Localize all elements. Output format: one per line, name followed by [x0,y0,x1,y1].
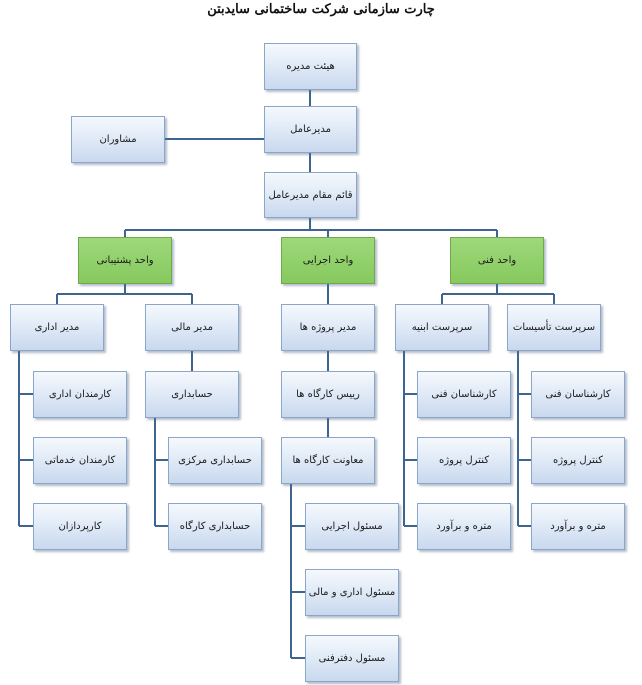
technical-office-officer-box: مسئول دفترفنی [305,635,399,682]
project-manager-box: مدیر پروژه ها [281,304,375,351]
site-deputy-box: معاونت کارگاه ها [281,437,375,484]
building-supervisor-box: سرپرست ابنیه [395,304,489,351]
building-experts-box: کارشناسان فنی [417,371,511,418]
processors-box: کارپردازان [33,503,127,550]
executive-officer-box: مسئول اجرایی [305,503,399,550]
ceo-box: مدیرعامل [264,106,357,153]
chart-title: چارت سازمانی شرکت ساختمانی سایدبتن [207,2,435,17]
advisors-box: مشاوران [71,116,165,163]
installations-estimation-box: متره و برآورد [531,503,625,550]
central-accounting-box: حسابداری مرکزی [168,437,262,484]
admin-finance-officer-box: مسئول اداری و مالی [305,569,399,616]
installations-supervisor-box: سرپرست تأسیسات [507,304,601,351]
admin-staff-box: کارمندان اداری [33,371,127,418]
service-staff-box: کارمندان خدماتی [33,437,127,484]
finance-manager-box: مدیر مالی [145,304,239,351]
installations-experts-box: کارشناسان فنی [531,371,625,418]
support-unit-box: واحد پشتیبانی [78,237,172,284]
board-of-directors-box: هیئت مدیره [264,43,357,90]
technical-unit-box: واحد فنی [450,237,544,284]
site-accounting-box: حسابداری کارگاه [168,503,262,550]
site-head-box: رییس کارگاه ها [281,371,375,418]
installations-project-control-box: کنترل پروژه [531,437,625,484]
deputy-ceo-box: قائم مقام مدیرعامل [264,172,357,218]
building-project-control-box: کنترل پروژه [417,437,511,484]
accounting-box: حسابداری [145,371,239,418]
executive-unit-box: واحد اجرایی [281,237,375,284]
admin-manager-box: مدیر اداری [10,304,104,351]
building-estimation-box: متره و برآورد [417,503,511,550]
